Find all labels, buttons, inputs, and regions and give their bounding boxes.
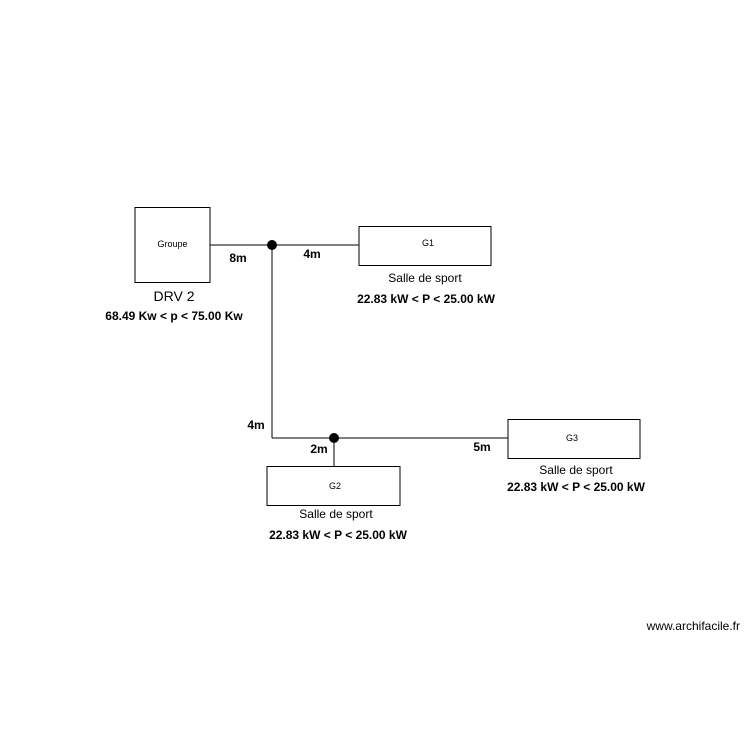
g1-label: G1	[422, 238, 434, 248]
distance-node1-g1: 4m	[303, 247, 320, 261]
distance-node1-node2: 4m	[247, 418, 264, 432]
groupe-unit[interactable]: Groupe	[134, 207, 211, 283]
drv-name: DRV 2	[154, 288, 195, 304]
g1-power-range: 22.83 kW < P < 25.00 kW	[357, 292, 496, 306]
distance-node2-g2: 2m	[310, 442, 327, 456]
g3-label: G3	[566, 433, 578, 443]
g1-room: Salle de sport	[388, 271, 462, 285]
junction-node-1	[267, 240, 277, 250]
g1-box[interactable]	[358, 226, 492, 266]
groupe-box[interactable]	[134, 207, 211, 283]
groupe-label: Groupe	[157, 239, 187, 249]
g2-label: G2	[329, 481, 341, 491]
g3-power-range: 22.83 kW < P < 25.00 kW	[507, 480, 646, 494]
g1-unit[interactable]: G1	[358, 226, 492, 266]
g2-room: Salle de sport	[299, 507, 373, 521]
g2-box[interactable]	[266, 466, 401, 506]
junction-node-2	[329, 433, 339, 443]
g2-unit[interactable]: G2	[266, 466, 401, 506]
distance-node2-g3: 5m	[473, 440, 490, 454]
distance-groupe-node1: 8m	[229, 251, 246, 265]
groupe-power-range: 68.49 Kw < p < 75.00 Kw	[105, 309, 243, 323]
g3-box[interactable]	[507, 419, 641, 459]
g3-unit[interactable]: G3	[507, 419, 641, 459]
g2-power-range: 22.83 kW < P < 25.00 kW	[269, 528, 408, 542]
watermark-text: www.archifacile.fr	[646, 619, 740, 633]
g3-room: Salle de sport	[539, 463, 613, 477]
connections	[210, 244, 508, 467]
